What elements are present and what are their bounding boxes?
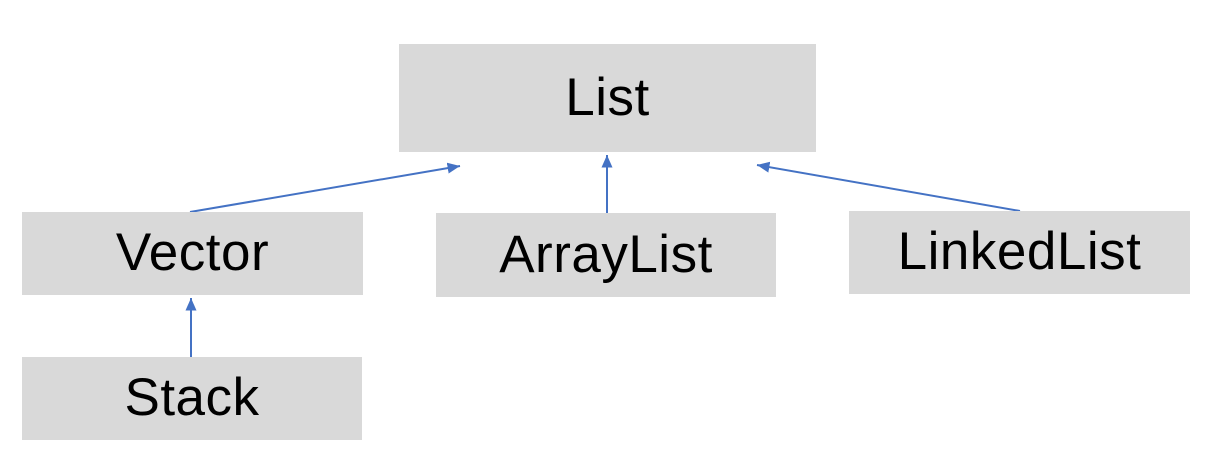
node-label-linkedlist: LinkedList [897, 222, 1142, 281]
node-list[interactable]: List [399, 44, 816, 152]
edge-vector-to-list [189, 162, 461, 213]
node-label-vector: Vector [115, 223, 270, 282]
edge-linkedlist-to-list [756, 161, 1021, 212]
node-linkedlist[interactable]: LinkedList [849, 211, 1190, 294]
node-label-arraylist: ArrayList [499, 224, 713, 284]
node-label-stack: Stack [124, 368, 260, 427]
node-stack[interactable]: Stack [22, 357, 362, 440]
node-arraylist[interactable]: ArrayList [436, 213, 776, 297]
node-vector[interactable]: Vector [22, 212, 363, 295]
node-label-list: List [565, 67, 650, 127]
